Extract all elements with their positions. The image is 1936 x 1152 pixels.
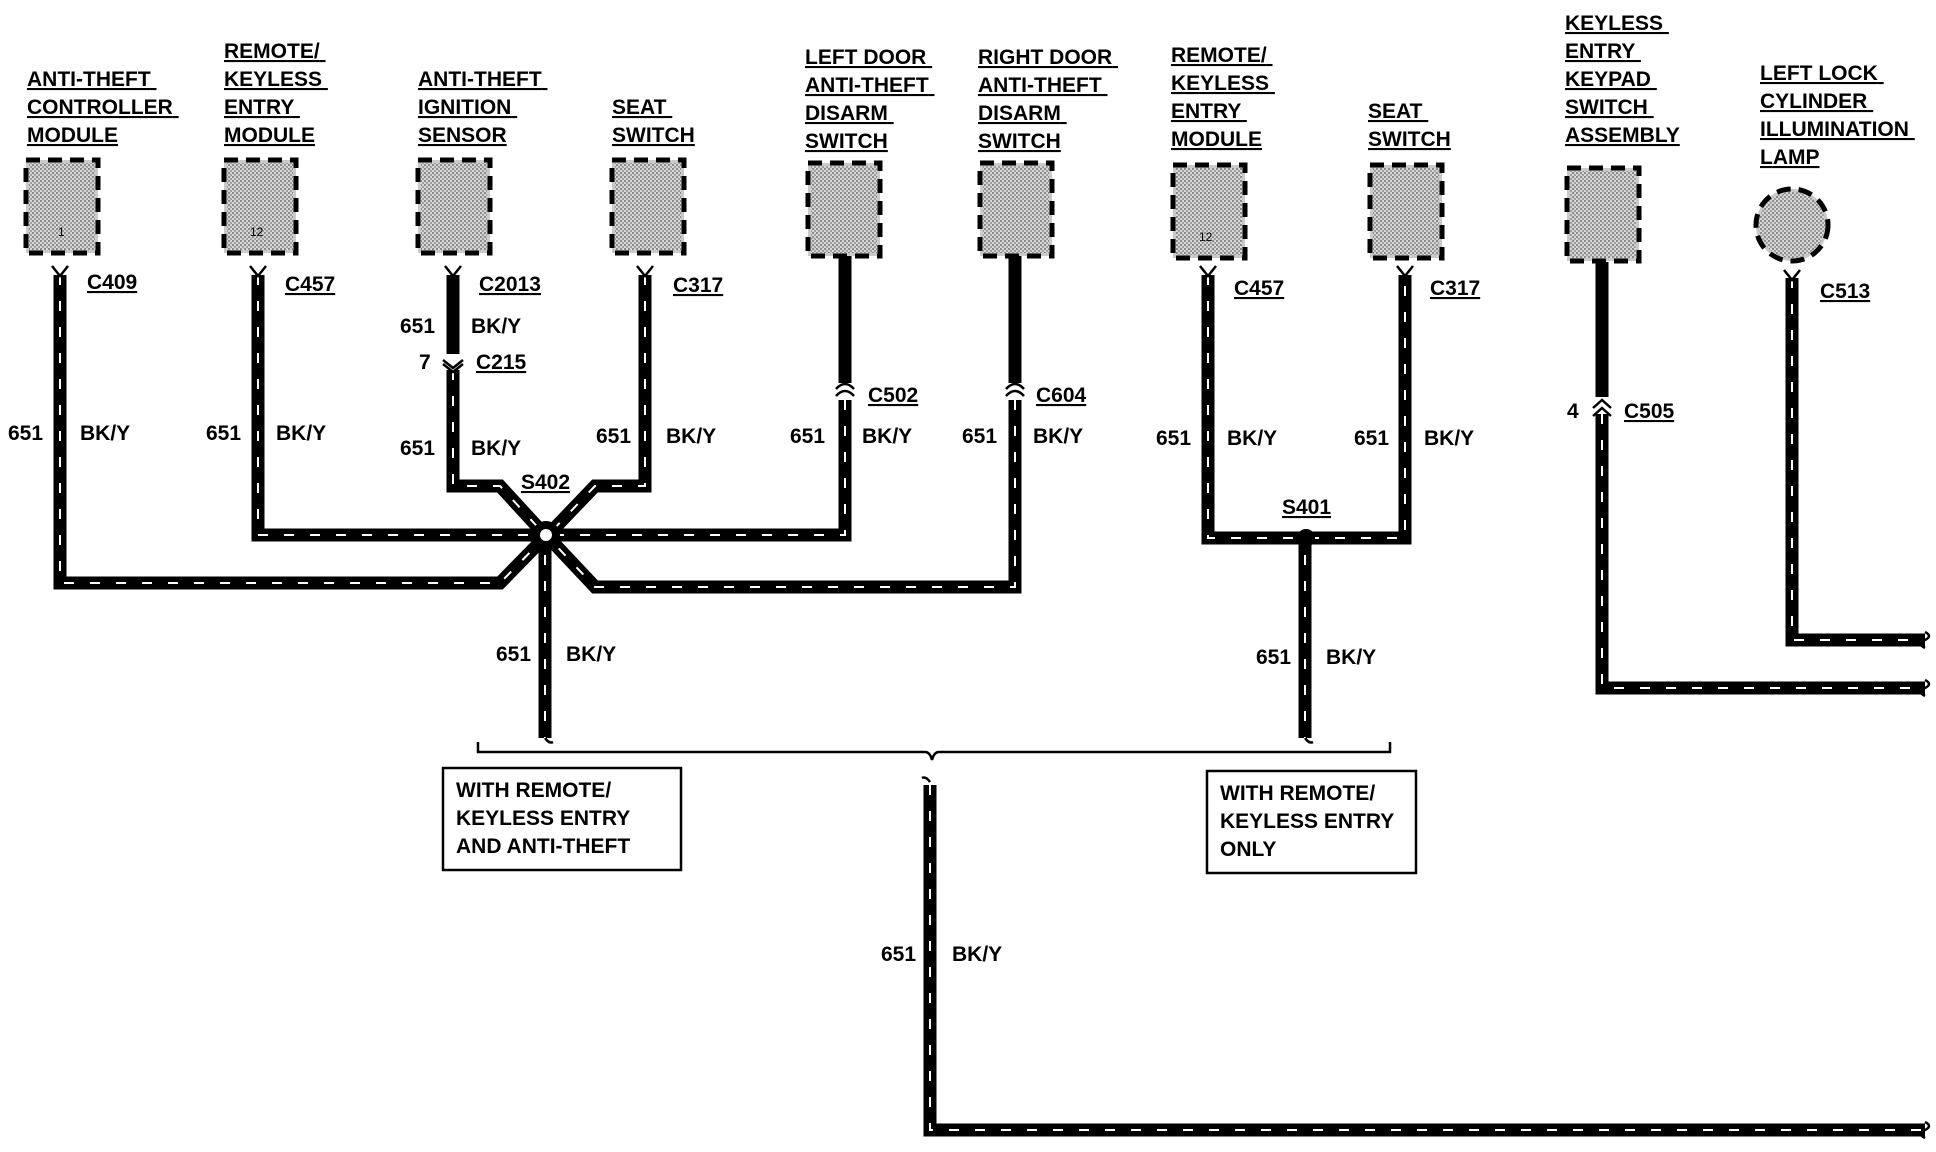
lamp-label: LEFT LOCK CYLINDER ILLUMINATION LAMP [1760, 62, 1915, 169]
circuit-number: 651 [8, 422, 43, 445]
rke2-pin: 12 [1199, 230, 1213, 244]
wire-color: BK/Y [1326, 646, 1376, 669]
wire-labels: 651 BK/Y 651 BK/Y 651 BK/Y 651 BK/Y 651 … [8, 315, 1474, 966]
svg-text:WITH REMOTE/ KEYLESS ENT: WITH REMOTE/ KEYLESS ENTRY AND ANTI-THEF… [456, 779, 636, 858]
wire-color: BK/Y [862, 425, 912, 448]
option-box-left: WITH REMOTE/ KEYLESS ENTRY AND ANTI-THEF… [441, 766, 683, 872]
connector-c604: C604 [1036, 384, 1087, 407]
option-box-right: WITH REMOTE/ KEYLESS ENTRY ONLY [1205, 769, 1418, 875]
splice-s402 [532, 521, 560, 549]
circuit-number: 651 [496, 643, 531, 666]
component-keypad [1564, 165, 1642, 264]
connector-c505: C505 [1624, 400, 1675, 423]
connector-c505-pin: 4 [1567, 400, 1579, 423]
wire-color: BK/Y [952, 943, 1002, 966]
wire-color: BK/Y [1227, 427, 1277, 450]
splice-s401-label: S401 [1282, 496, 1331, 519]
wire-color: BK/Y [666, 425, 716, 448]
component-atcm: 1 [23, 157, 101, 256]
wire-color: BK/Y [471, 437, 521, 460]
splice-s401 [1297, 529, 1315, 547]
right-door-label: RIGHT DOOR ANTI-THEFT DISARM SWITCH [978, 46, 1118, 153]
circuit-number: 651 [206, 422, 241, 445]
wire-color: BK/Y [80, 422, 130, 445]
connector-tips [51, 265, 1801, 417]
option-brace [476, 742, 1392, 761]
wire-color: BK/Y [1424, 427, 1474, 450]
atcm-pin: 1 [58, 225, 65, 239]
circuit-number: 651 [1256, 646, 1291, 669]
component-seat2 [1367, 162, 1445, 261]
wire-color: BK/Y [1033, 425, 1083, 448]
wire-color: BK/Y [566, 643, 616, 666]
component-lamp [1753, 186, 1831, 264]
wire-break-marks [1919, 630, 1931, 1140]
circuit-number: 651 [962, 425, 997, 448]
component-right-door [977, 160, 1055, 259]
rke1-label: REMOTE/ KEYLESS ENTRY MODULE [224, 40, 328, 147]
circuit-number: 651 [400, 315, 435, 338]
wire-color: BK/Y [471, 315, 521, 338]
circuit-number: 651 [596, 425, 631, 448]
connector-c317-1: C317 [673, 274, 723, 297]
rke2-label: REMOTE/ KEYLESS ENTRY MODULE [1171, 44, 1275, 151]
seat1-label: SEAT SWITCH [612, 96, 695, 147]
rke1-pin: 12 [250, 225, 264, 239]
circuit-number: 651 [1156, 427, 1191, 450]
ignition-label: ANTI-THEFT IGNITION SENSOR [418, 68, 548, 147]
circuit-number: 651 [881, 943, 916, 966]
circuit-number: 651 [400, 437, 435, 460]
wire-color: BK/Y [276, 422, 326, 445]
component-ignition [415, 157, 493, 256]
splice-s402-label: S402 [521, 471, 570, 494]
component-rke2: 12 [1170, 162, 1248, 261]
connector-c513: C513 [1820, 280, 1870, 303]
seat2-label: SEAT SWITCH [1368, 100, 1451, 151]
connector-c317-2: C317 [1430, 277, 1480, 300]
connector-c409: C409 [87, 271, 137, 294]
keypad-label: KEYLESS ENTRY KEYPAD SWITCH ASSEMBLY [1565, 12, 1680, 147]
component-left-door [805, 160, 883, 259]
connector-c502: C502 [868, 384, 918, 407]
component-rke1: 12 [221, 157, 299, 256]
wires [53, 255, 1925, 1137]
circuit-number: 651 [1354, 427, 1389, 450]
connector-c457-1: C457 [285, 273, 335, 296]
connector-c215: C215 [476, 351, 527, 374]
atcm-label: ANTI-THEFT CONTROLLER MODULE [27, 68, 179, 147]
svg-text:WITH REMOTE/ KEYLESS ENT: WITH REMOTE/ KEYLESS ENTRY ONLY [1220, 782, 1400, 861]
component-seat1 [609, 157, 687, 256]
left-door-label: LEFT DOOR ANTI-THEFT DISARM SWITCH [805, 46, 935, 153]
circuit-number: 651 [790, 425, 825, 448]
connector-c2013: C2013 [479, 273, 541, 296]
connector-c215-pin: 7 [419, 351, 431, 374]
connector-c457-2: C457 [1234, 277, 1284, 300]
